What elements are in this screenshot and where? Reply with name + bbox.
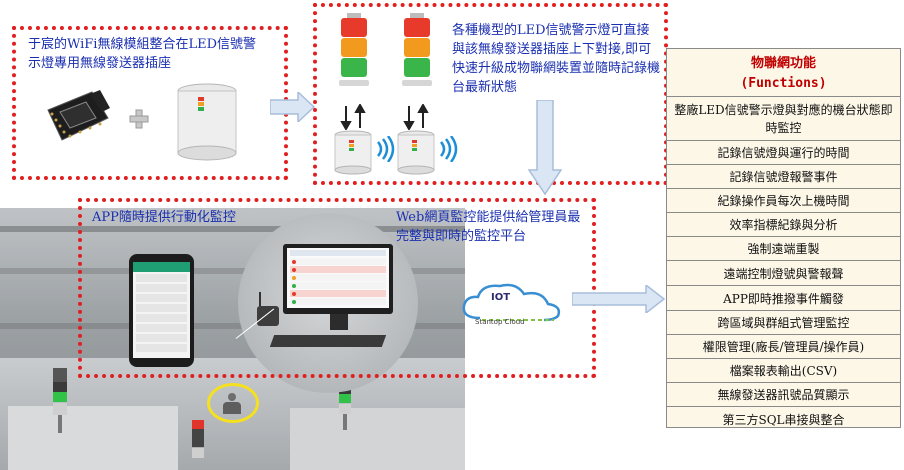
signal-tower-icon	[53, 368, 67, 433]
function-item: 效率指標紀錄與分析	[667, 213, 900, 237]
functions-title: 物聯網功能	[750, 56, 816, 71]
cloud-icon	[458, 280, 568, 334]
web-monitor-caption: Web網頁監控能提供給管理員最完整與即時的監控平台	[396, 210, 581, 244]
router-icon	[257, 292, 279, 326]
arrow-right-1-icon	[269, 90, 316, 126]
transmitter-socket-icon	[396, 130, 436, 180]
monitoring-box	[78, 198, 596, 378]
iot-cloud-title: IOT	[491, 292, 511, 303]
function-item: 記錄信號燈與運行的時間	[667, 141, 900, 165]
function-item: 權限管理(廠長/管理員/操作員)	[667, 335, 900, 359]
functions-subtitle: (Functions)	[740, 76, 827, 91]
signal-tower-icon	[339, 13, 369, 86]
function-item: 整廠LED信號警示燈與對應的機台狀態即時監控	[667, 97, 900, 141]
operator-figure	[223, 393, 241, 415]
monitor-icon	[283, 244, 393, 314]
signal-tower-icon	[192, 420, 204, 458]
wireless-waves-icon	[437, 135, 459, 166]
transmitter-socket-icon	[176, 83, 238, 165]
monitor-stand	[330, 314, 348, 330]
arrow-right-2-icon	[571, 283, 666, 317]
smartphone-icon	[129, 254, 194, 367]
wifi-module-caption: 于宸的WiFi無線模組整合在LED信號警示燈專用無線發送器插座	[28, 37, 257, 71]
function-item: 記錄信號燈報警事件	[667, 165, 900, 189]
app-monitor-caption: APP隨時提供行動化監控	[92, 210, 236, 225]
wireless-waves-icon	[374, 135, 396, 166]
wifi-module-icon	[40, 90, 112, 146]
function-item: 強制遠端重製	[667, 237, 900, 261]
arrow-down-icon	[527, 99, 563, 200]
function-item: 第三方SQL串接與整合	[722, 412, 845, 427]
function-item: 跨區域與群組式管理監控	[667, 311, 900, 335]
transmitter-socket-icon	[333, 130, 373, 180]
signal-tower-caption: 各種機型的LED信號警示燈可直接與該無線發送器插座上下對接,即可快速升級成物聯網…	[452, 23, 661, 95]
function-item: APP即時推撥事件觸發	[667, 286, 900, 311]
operator-highlight-circle	[207, 383, 259, 423]
keyboard-icon	[269, 335, 387, 347]
signal-tower-icon	[402, 13, 432, 86]
iot-cloud-subtitle: Stantop Cloud	[475, 318, 525, 326]
functions-header: 物聯網功能 (Functions)	[667, 49, 900, 97]
functions-panel: 物聯網功能 (Functions) 整廠LED信號警示燈與對應的機台狀態即時監控…	[666, 48, 901, 428]
function-item: 檔案報表輸出(CSV)	[667, 359, 900, 383]
function-item: 紀錄操作員每次上機時間	[667, 189, 900, 213]
function-item: 無線發送器訊號品質顯示	[667, 383, 900, 407]
function-item: 遠端控制燈號與警報聲	[667, 261, 900, 286]
plus-icon	[128, 108, 150, 134]
connect-arrows-icon	[333, 102, 463, 134]
